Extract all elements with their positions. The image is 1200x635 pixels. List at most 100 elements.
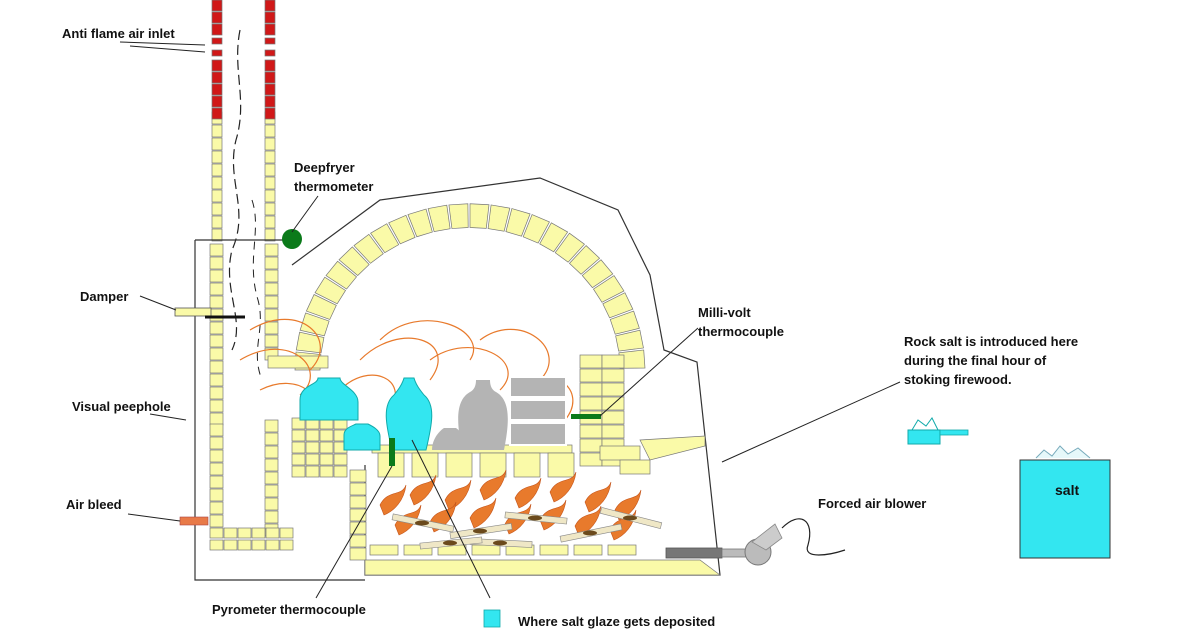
- left-wall-brick: [264, 308, 279, 322]
- right-wall-brick: [601, 382, 625, 397]
- deepfryer-thermometer: [282, 229, 302, 249]
- left-wall-brick: [319, 441, 334, 454]
- chimney-housing: [194, 240, 365, 581]
- left-wall-brick: [251, 527, 266, 539]
- ware-pots: [299, 376, 567, 451]
- chimney-brick: [264, 163, 276, 177]
- left-wall-brick: [264, 243, 279, 257]
- deepfryer-thermometer-label-2: thermometer: [294, 179, 373, 194]
- left-wall-brick: [237, 539, 252, 551]
- left-wall-brick: [209, 501, 224, 515]
- grey-stack-1: [509, 376, 567, 398]
- chimney-red-brick: [211, 107, 223, 120]
- left-wall-brick: [209, 321, 224, 335]
- left-wall-brick: [264, 432, 279, 446]
- visual-peephole-label: Visual peephole: [72, 399, 171, 414]
- chimney-brick: [264, 137, 276, 151]
- left-wall-brick: [209, 282, 224, 296]
- shelf-post: [479, 452, 507, 478]
- chimney-red-brick: [211, 37, 223, 45]
- arch-brick: [554, 232, 585, 263]
- right-wall-brick: [579, 382, 603, 397]
- chimney-red-brick: [211, 95, 223, 108]
- right-wall-brick: [601, 424, 625, 439]
- flame: [409, 474, 437, 506]
- chimney-brick: [264, 124, 276, 138]
- chimney-brick: [264, 176, 276, 190]
- air-bleed-port[interactable]: [179, 516, 209, 526]
- left-wall-brick: [264, 497, 279, 511]
- arch-brick: [305, 294, 337, 320]
- left-wall-brick: [291, 453, 306, 466]
- pyrometer-thermocouple: [389, 438, 395, 466]
- left-wall-brick: [223, 527, 238, 539]
- chimney-red-brick: [264, 37, 276, 45]
- right-wall-brick: [601, 396, 625, 411]
- right-wall-brick: [579, 368, 603, 383]
- rock-salt-label-2: during the final hour of: [904, 353, 1047, 368]
- left-wall-brick: [209, 373, 224, 387]
- chimney-red-brick: [264, 95, 276, 108]
- forced-air-blower-label: Forced air blower: [818, 496, 926, 511]
- chimney-brick: [211, 150, 223, 164]
- left-wall-brick: [349, 534, 367, 548]
- grey-stack-2: [509, 399, 567, 421]
- flue-ramp: [639, 435, 706, 461]
- arch-brick: [615, 329, 644, 352]
- left-wall-brick: [209, 539, 224, 551]
- chimney-brick: [264, 150, 276, 164]
- arch-brick: [487, 204, 511, 232]
- chimney-red-brick: [211, 11, 223, 24]
- arch-brick: [592, 275, 625, 303]
- chimney-brick: [211, 202, 223, 216]
- flame: [514, 477, 542, 509]
- kiln-arch: [294, 203, 646, 371]
- ember: [623, 515, 637, 521]
- right-wall-brick: [579, 424, 603, 439]
- grate-brick: [539, 544, 569, 556]
- left-wall-brick: [209, 334, 224, 348]
- left-wall-brick: [237, 527, 252, 539]
- chimney-red-brick: [211, 71, 223, 84]
- arch-brick: [609, 310, 640, 335]
- chimney: [211, 111, 276, 242]
- left-wall-brick: [264, 269, 279, 283]
- left-wall-brick: [209, 449, 224, 463]
- left-wall-brick: [209, 488, 224, 502]
- chimney-brick: [211, 137, 223, 151]
- arch-brick: [338, 246, 370, 276]
- damper-plate[interactable]: [174, 307, 212, 317]
- left-wall-brick: [264, 445, 279, 459]
- grate-brick: [369, 544, 399, 556]
- arch-brick: [388, 214, 416, 245]
- left-wall-brick: [209, 412, 224, 426]
- salt-label: salt: [1055, 482, 1079, 498]
- left-wall-brick: [333, 453, 348, 466]
- damper-label: Damper: [80, 289, 128, 304]
- left-wall-brick: [264, 484, 279, 498]
- legend-label: Where salt glaze gets deposited: [518, 614, 715, 629]
- arch-brick: [602, 292, 634, 319]
- grate-brick: [471, 544, 501, 556]
- left-wall-brick: [209, 360, 224, 374]
- left-wall-brick: [264, 334, 279, 348]
- chimney-brick: [211, 215, 223, 229]
- right-wall-brick: [579, 452, 603, 467]
- shelf-post: [513, 452, 541, 478]
- left-wall-brick: [279, 539, 294, 551]
- flame: [539, 499, 567, 531]
- left-wall-brick: [349, 547, 367, 561]
- forced-air-blower[interactable]: [665, 518, 846, 566]
- chimney-red-brick: [264, 23, 276, 36]
- arch-brick: [522, 214, 550, 244]
- grate-brick: [573, 544, 603, 556]
- chimney-red-brick: [211, 0, 223, 12]
- flame: [379, 484, 407, 516]
- chimney-smoke: [228, 29, 242, 351]
- arch-brick: [295, 331, 325, 354]
- right-wall-brick: [579, 438, 603, 453]
- shelf-post: [547, 452, 575, 478]
- flame: [479, 469, 507, 501]
- left-wall-brick: [223, 539, 238, 551]
- left-wall-brick: [291, 417, 306, 430]
